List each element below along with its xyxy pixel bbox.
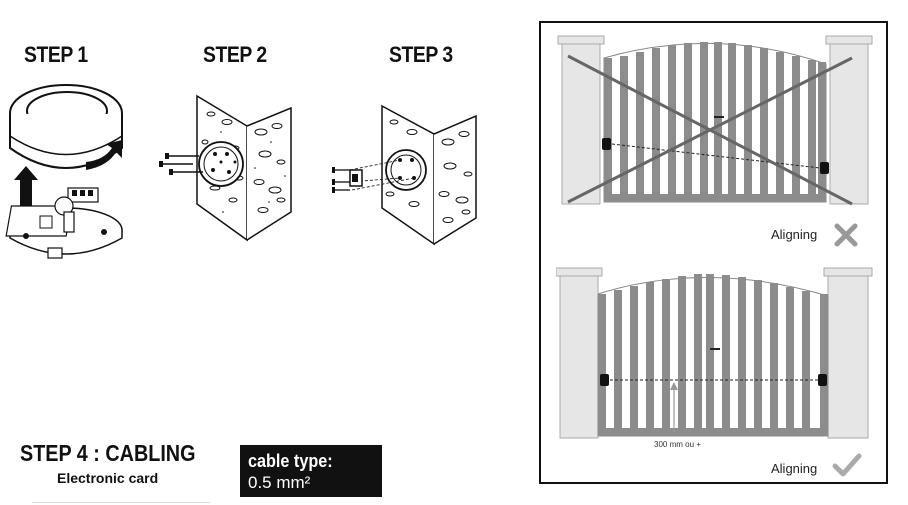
step-4-subtitle: Electronic card	[57, 470, 159, 486]
distance-label: 300 mm ou +	[654, 440, 701, 449]
correct-aligning-label: Aligning	[771, 461, 818, 476]
cable-type-label: cable type:	[248, 451, 333, 471]
cable-type-value: 0.5 mm²	[248, 473, 311, 492]
cross-icon	[834, 223, 858, 247]
check-icon	[832, 453, 862, 477]
step-4-underline	[32, 502, 210, 503]
step-1-illustration	[5, 84, 123, 259]
step-2-title: STEP 2	[203, 42, 267, 67]
wrong-aligning-label: Aligning	[771, 227, 818, 242]
gate-wrong-alignment	[557, 35, 873, 206]
gate-correct-alignment	[556, 267, 873, 439]
step-3-title: STEP 3	[389, 42, 453, 67]
step-4-title: STEP 4 : CABLING	[20, 440, 196, 466]
step-2-illustration	[159, 94, 292, 242]
step-1-title: STEP 1	[24, 42, 88, 67]
step-3-illustration	[332, 104, 477, 246]
cable-type-box: cable type: 0.5 mm²	[240, 445, 382, 497]
